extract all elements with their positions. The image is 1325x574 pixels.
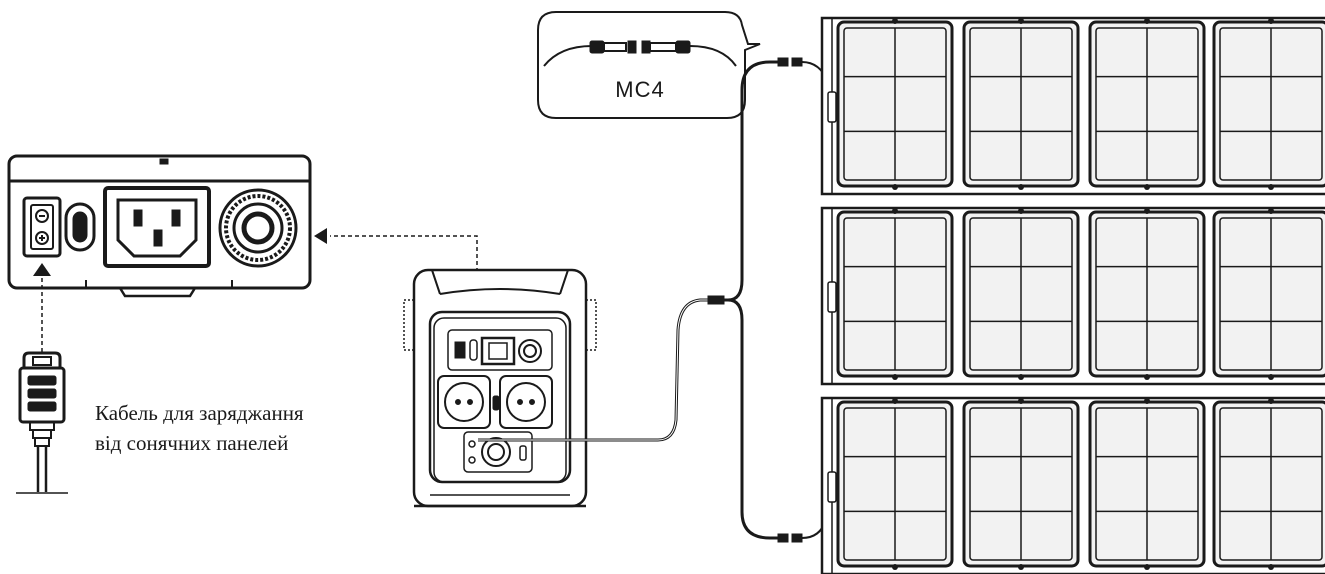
- round-port-icon: [218, 188, 298, 268]
- solar-panel-module: [836, 18, 954, 190]
- arrow-up-icon: [33, 263, 51, 352]
- arrow-left-icon: [314, 228, 327, 244]
- dc-input-port-icon: [22, 196, 62, 258]
- solar-panel-module: [1088, 208, 1206, 380]
- closeup-pointer: [314, 228, 478, 440]
- ac-inlet-icon: [103, 186, 211, 268]
- power-station: [403, 268, 597, 508]
- solar-panel-module: [1088, 398, 1206, 570]
- solar-panel-row: [820, 396, 1325, 574]
- solar-panel-module: [836, 398, 954, 570]
- solar-panel-row: [820, 16, 1325, 196]
- caption-line-1: Кабель для заряджання: [95, 401, 304, 425]
- solar-panel-module: [962, 208, 1080, 380]
- mc4-callout: MC4: [537, 11, 761, 119]
- solar-cables: [478, 57, 831, 543]
- solar-panel-module: [836, 208, 954, 380]
- solar-panel-module: [1212, 208, 1325, 380]
- mc4-connector-icon: [589, 40, 691, 54]
- cable-plug-icon: [16, 351, 68, 494]
- cable-caption: Кабель для заряджання від сонячних панел…: [95, 398, 395, 458]
- solar-panel-module: [1212, 398, 1325, 570]
- mc4-label: MC4: [615, 77, 664, 102]
- solar-panel-module: [1088, 18, 1206, 190]
- solar-panel-array: [820, 16, 1325, 574]
- port-panel-closeup: [7, 154, 312, 298]
- solar-panel-module: [1212, 18, 1325, 190]
- solar-panel-module: [962, 398, 1080, 570]
- solar-panel-module: [962, 18, 1080, 190]
- solar-panel-row: [820, 206, 1325, 386]
- power-switch-icon: [64, 202, 96, 252]
- caption-line-2: від сонячних панелей: [95, 431, 289, 455]
